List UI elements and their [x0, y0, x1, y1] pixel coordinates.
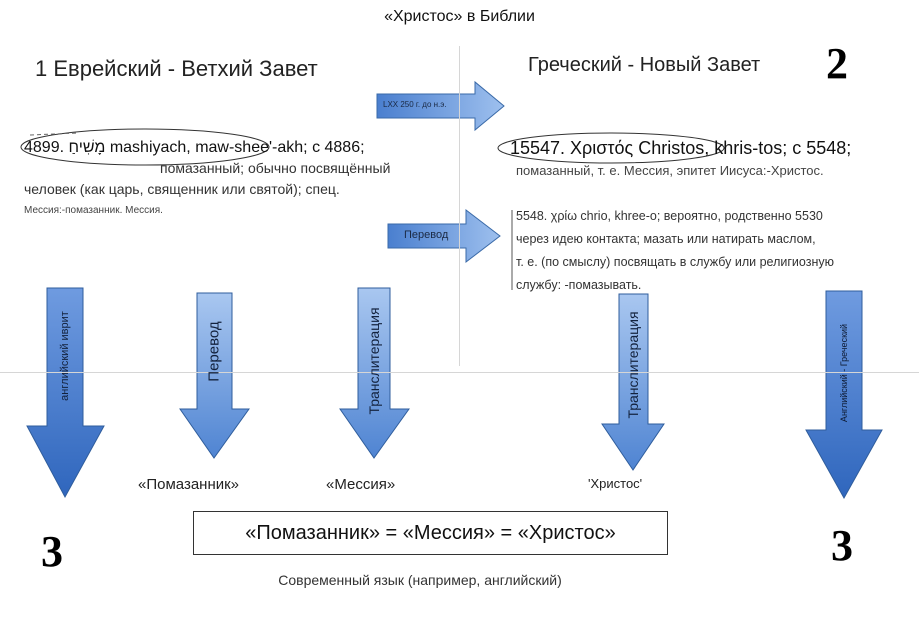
right-header: Греческий - Новый Завет	[528, 54, 761, 76]
down-arrow-label-english-greek: Английский - Греческий	[839, 323, 849, 423]
equation-text: «Помазанник» = «Мессия» = «Христос»	[245, 521, 616, 544]
horizontal-divider	[0, 372, 919, 373]
translation-arrow-label: Перевод	[404, 229, 449, 241]
hebrew-entry-line1: 4899. מָשִׁיחַ mashiyach, maw-shee'-akh;…	[24, 139, 365, 156]
down-arrow-label-transliteration-right: Транслитерация	[625, 311, 641, 419]
greek-entry-line1: 15547. Χριστός Christos, khris-tos; с 55…	[510, 138, 852, 158]
down-arrow-english-greek	[805, 290, 883, 500]
hebrew-circle	[20, 128, 270, 166]
down-arrow-translation-left	[179, 292, 250, 459]
greek-entry-line2: помазанный, т. е. Мессия, эпитет Иисуса:…	[516, 163, 824, 178]
down-arrow-transliteration-right	[601, 293, 665, 471]
translation-arrow	[387, 208, 501, 264]
left-header: 1 Еврейский - Ветхий Завет	[35, 56, 318, 81]
down-arrow-label-transliteration-left: Транслитерация	[366, 307, 382, 415]
greek-body-line: службу: -помазывать.	[516, 278, 642, 292]
down-arrow-label-translation: Перевод	[205, 321, 223, 382]
down-arrow-english-hebrew	[26, 287, 105, 499]
number-bottom-right: 3	[831, 521, 853, 570]
footer-caption: Современный язык (например, английский)	[278, 572, 562, 588]
lxx-arrow	[376, 80, 505, 132]
greek-body-line: через идею контакта; мазать или натирать…	[516, 232, 816, 246]
lxx-arrow-label: LXX 250 г. до н.э.	[383, 100, 447, 109]
term-messiah: «Мессия»	[326, 476, 396, 493]
greek-body-line: т. е. (по смыслу) посвящать в службу или…	[516, 255, 834, 269]
down-arrow-transliteration-left	[339, 287, 410, 459]
down-arrow-label-english-hebrew: английский иврит	[59, 311, 71, 401]
hebrew-scribble	[29, 132, 79, 136]
number-bottom-left: 3	[41, 527, 63, 576]
hebrew-entry-line3: человек (как царь, священник или святой)…	[24, 181, 340, 197]
hebrew-entry-line2: помазанный; обычно посвящённый	[160, 160, 391, 176]
number-top-right: 2	[826, 39, 848, 88]
greek-entry-body: 5548. χρίω chrio, khree-o; вероятно, род…	[516, 205, 906, 297]
diagram-title: «Христос» в Библии	[384, 8, 535, 25]
term-christ: 'Христос'	[588, 476, 643, 491]
hebrew-entry-line4: Мессия:-помазанник. Мессия.	[24, 205, 163, 216]
greek-circle	[497, 132, 725, 164]
vertical-divider	[459, 46, 460, 366]
greek-body-line: 5548. χρίω chrio, khree-o; вероятно, род…	[516, 209, 823, 223]
equation-box: «Помазанник» = «Мессия» = «Христос»	[193, 511, 668, 555]
term-anointed: «Помазанник»	[138, 476, 240, 493]
